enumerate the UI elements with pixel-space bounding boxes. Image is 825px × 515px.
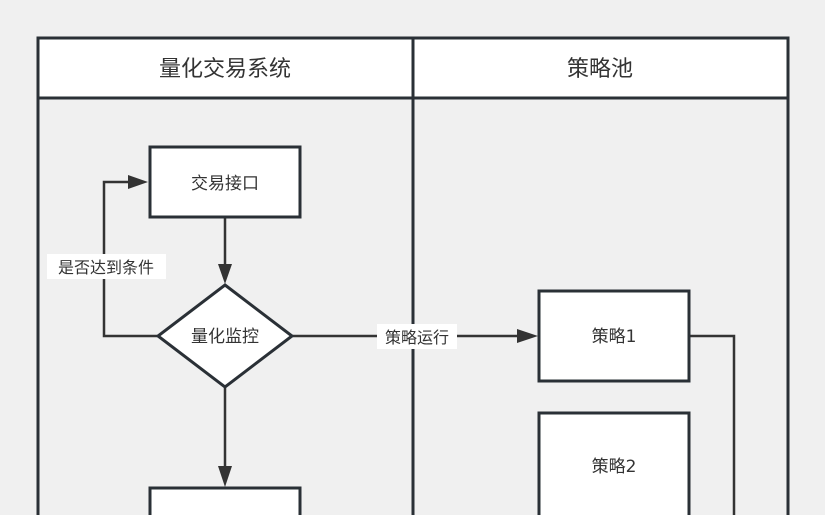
arrowhead-right-icon (128, 175, 148, 189)
node-label-trade-api: 交易接口 (191, 174, 259, 194)
node-label-monitor: 量化监控 (191, 327, 259, 347)
arrowhead-down-icon (218, 466, 232, 487)
lane-title-pool: 策略池 (567, 57, 633, 82)
edge-label-background (377, 324, 457, 349)
node-trade-api[interactable] (148, 145, 302, 219)
node-strategy2[interactable] (537, 411, 691, 515)
edge-label-condition: 是否达到条件 (58, 258, 154, 277)
lane-title-system: 量化交易系统 (159, 57, 291, 82)
edge-strategy1-out[interactable] (689, 334, 736, 515)
edge-label-background (47, 254, 166, 279)
node-bottom-box[interactable] (148, 486, 302, 515)
arrowhead-right-icon (517, 329, 538, 343)
node-strategy1[interactable] (537, 289, 691, 383)
arrowhead-down-icon (218, 264, 232, 284)
node-label-strategy1: 策略1 (592, 327, 637, 347)
edge-label-strategy-run: 策略运行 (385, 328, 449, 347)
node-monitor-diamond[interactable] (155, 283, 295, 389)
node-label-strategy2: 策略2 (592, 457, 637, 477)
